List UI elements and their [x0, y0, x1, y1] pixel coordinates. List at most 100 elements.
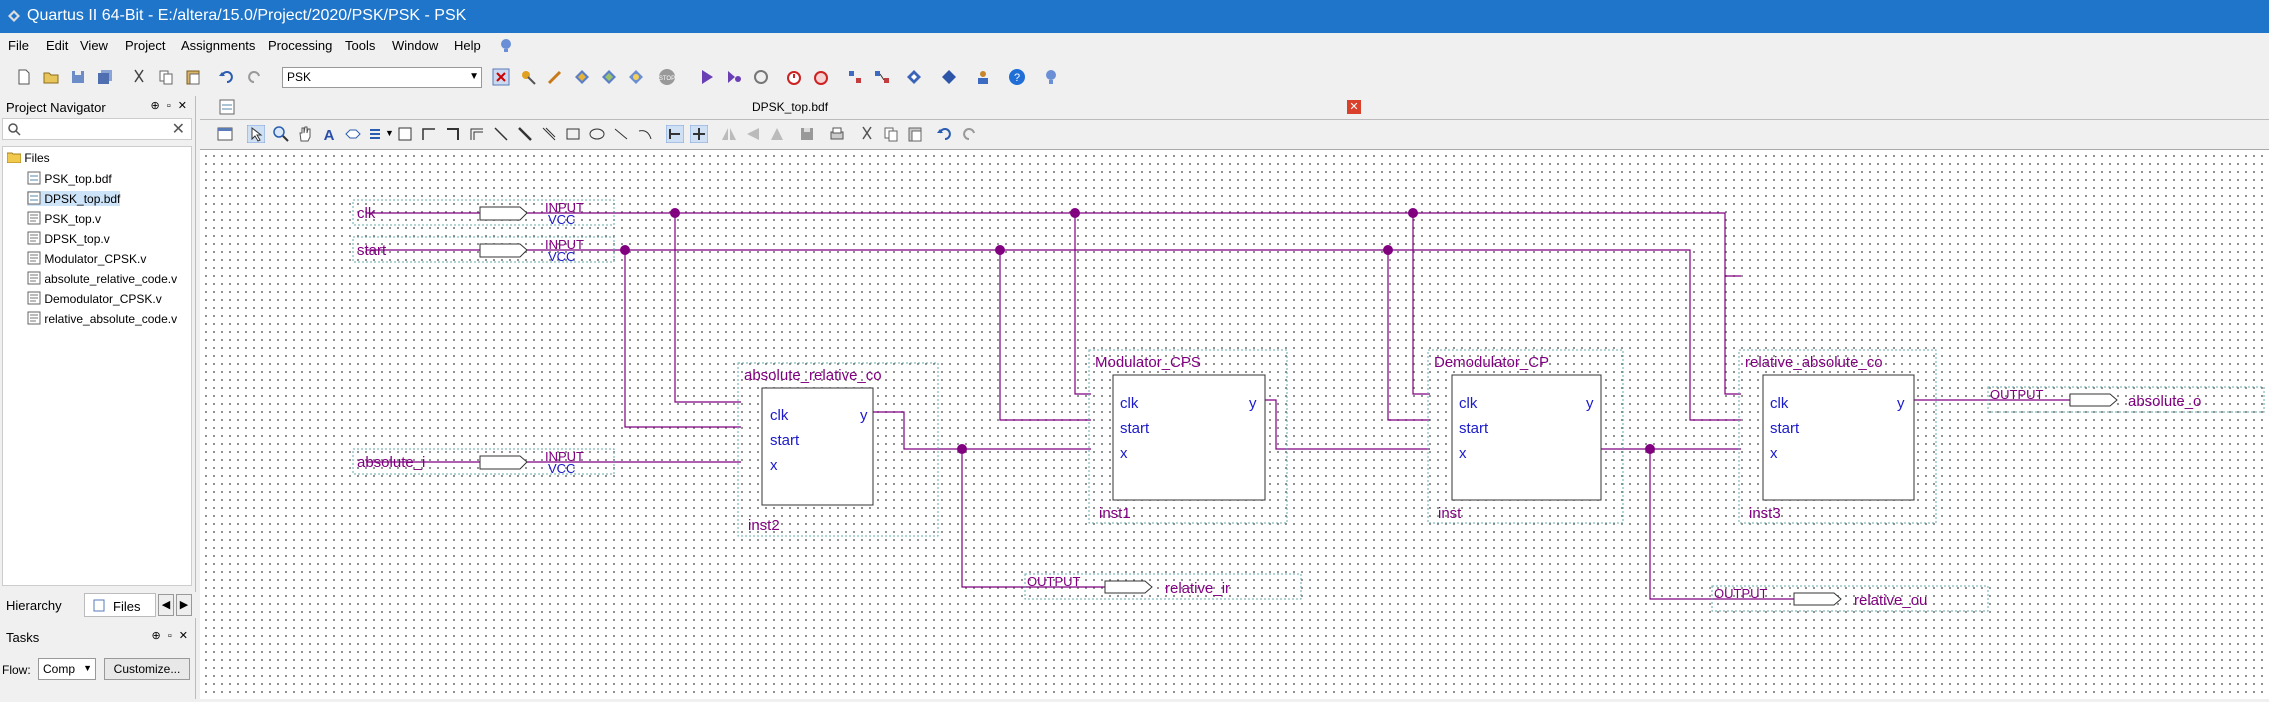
diagonal-node-tool-icon[interactable]	[492, 125, 510, 143]
help-pointer-icon[interactable]	[498, 37, 514, 53]
paste-icon[interactable]	[184, 68, 202, 86]
orthogonal-node-tool-icon[interactable]	[420, 125, 438, 143]
tree-file-item[interactable]: Demodulator_CPSK.v	[27, 291, 162, 306]
project-navigator-icon[interactable]	[492, 68, 510, 86]
wire-start-to-inst[interactable]	[1387, 250, 1430, 421]
cut-icon[interactable]	[130, 68, 148, 86]
schematic-canvas[interactable]: clk INPUT VCC start INPUT VCC absolute_i…	[200, 150, 2269, 699]
chevron-down-icon[interactable]: ▼	[385, 128, 394, 138]
partial-line-selection-icon[interactable]	[666, 125, 684, 143]
flip-horizontal-icon[interactable]	[720, 125, 738, 143]
help-icon[interactable]: ?	[1008, 68, 1026, 86]
wire-clk-to-inst2[interactable]	[674, 213, 741, 403]
input-pin-start[interactable]: start INPUT VCC	[352, 236, 615, 264]
block-relative-absolute-code[interactable]: relative_absolute_co clk start x y inst3	[1738, 349, 1937, 524]
save-diagram-icon[interactable]	[798, 125, 816, 143]
analysis-synthesis-icon[interactable]	[600, 68, 618, 86]
orthogonal-bus-tool-icon[interactable]	[444, 125, 462, 143]
start-compilation-icon[interactable]	[698, 68, 716, 86]
editor-tab-title[interactable]: DPSK_top.bdf	[752, 100, 829, 114]
detach-window-icon[interactable]	[216, 125, 234, 143]
undo-icon[interactable]	[936, 125, 954, 143]
menu-view[interactable]: View	[80, 38, 108, 53]
compile-design-icon[interactable]	[573, 68, 591, 86]
diagonal-bus-tool-icon[interactable]	[516, 125, 534, 143]
output-pin-relative-out[interactable]: OUTPUT relative_ou	[1711, 585, 1989, 612]
pin-tool-icon[interactable]	[368, 125, 386, 143]
wire-start-to-inst1[interactable]	[999, 250, 1091, 421]
redo-icon[interactable]	[245, 68, 263, 86]
whats-this-icon[interactable]	[1042, 68, 1060, 86]
cut-icon[interactable]	[858, 125, 876, 143]
navigator-search-input[interactable]: ✕	[2, 118, 192, 140]
rotate-icon[interactable]	[768, 125, 786, 143]
new-file-icon[interactable]	[15, 68, 33, 86]
open-folder-icon[interactable]	[42, 68, 60, 86]
block-absolute-relative-code[interactable]: absolute_relative_co clk start x y inst2	[737, 362, 939, 537]
rubberbanding-icon[interactable]	[690, 125, 708, 143]
undo-icon[interactable]	[218, 68, 236, 86]
pin-planner-icon[interactable]	[519, 68, 537, 86]
input-pin-clk[interactable]: clk INPUT VCC	[352, 199, 615, 227]
symbol-tool-icon[interactable]	[344, 125, 362, 143]
wire-clk[interactable]	[366, 212, 1741, 277]
menu-help[interactable]: Help	[454, 38, 481, 53]
paste-icon[interactable]	[906, 125, 924, 143]
netlist-icon[interactable]	[940, 68, 958, 86]
wire-clk-to-inst[interactable]	[1412, 213, 1430, 395]
block-demodulator-cpsk[interactable]: Demodulator_CP clk start x y inst	[1427, 349, 1624, 524]
orthogonal-conduit-tool-icon[interactable]	[468, 125, 486, 143]
panel-window-buttons[interactable]: ⊕ ▫ ✕	[150, 100, 189, 112]
wire-inst2-y[interactable]	[873, 411, 1091, 450]
customize-button[interactable]: Customize...	[104, 658, 190, 680]
menu-window[interactable]: Window	[392, 38, 439, 53]
tab-files[interactable]: Files	[84, 593, 156, 617]
menu-assignments[interactable]: Assignments	[181, 38, 256, 53]
selection-tool-icon[interactable]	[247, 125, 265, 143]
tree-file-item[interactable]: Modulator_CPSK.v	[27, 251, 146, 266]
programmer-icon[interactable]	[905, 68, 923, 86]
tree-file-item[interactable]: absolute_relative_code.v	[27, 271, 177, 286]
output-pin-relative-in[interactable]: OUTPUT relative_ir	[1024, 573, 1302, 600]
tree-file-item[interactable]: PSK_top.bdf	[27, 171, 112, 186]
tree-file-item[interactable]: relative_absolute_code.v	[27, 311, 177, 326]
hand-tool-icon[interactable]	[296, 125, 314, 143]
timequest-icon[interactable]	[785, 68, 803, 86]
oval-tool-icon[interactable]	[588, 125, 606, 143]
output-pin-absolute-out[interactable]: OUTPUT absolute_o	[1987, 386, 2265, 413]
text-tool-icon[interactable]: A	[320, 125, 338, 143]
wire-relative-out[interactable]	[1649, 449, 1794, 600]
line-tool-icon[interactable]	[612, 125, 630, 143]
clock-icon[interactable]	[812, 68, 830, 86]
tree-file-item[interactable]: PSK_top.v	[27, 211, 101, 226]
assignment-editor-icon[interactable]	[546, 68, 564, 86]
redo-icon[interactable]	[960, 125, 978, 143]
fitter-icon[interactable]	[627, 68, 645, 86]
tab-scroll-right-icon[interactable]: ▶	[176, 594, 192, 616]
copy-icon[interactable]	[882, 125, 900, 143]
rtl-viewer-icon[interactable]	[873, 68, 891, 86]
clear-search-icon[interactable]: ✕	[171, 121, 185, 138]
project-combo[interactable]: PSK▼	[282, 67, 482, 88]
stop-icon[interactable]: STOP	[658, 68, 676, 86]
wire-clk-to-inst1[interactable]	[1074, 213, 1091, 395]
diagonal-conduit-tool-icon[interactable]	[540, 125, 558, 143]
wire-start[interactable]	[366, 249, 1741, 421]
copy-icon[interactable]	[157, 68, 175, 86]
menu-file[interactable]: File	[8, 38, 29, 53]
sopc-builder-icon[interactable]	[974, 68, 992, 86]
flow-select[interactable]: Comp▼	[38, 658, 96, 680]
input-pin-absolute[interactable]: absolute_i INPUT VCC	[352, 448, 615, 476]
menu-tools[interactable]: Tools	[345, 38, 376, 53]
arc-tool-icon[interactable]	[636, 125, 654, 143]
wire-start-to-inst2[interactable]	[624, 250, 741, 428]
save-icon[interactable]	[69, 68, 87, 86]
block-modulator-cpsk[interactable]: Modulator_CPS clk start x y inst1	[1088, 349, 1288, 524]
save-all-icon[interactable]	[96, 68, 114, 86]
start-analysis-icon[interactable]	[725, 68, 743, 86]
tab-hierarchy[interactable]: Hierarchy	[6, 598, 62, 613]
tree-root-files[interactable]: Files	[6, 151, 50, 165]
chip-planner-icon[interactable]	[846, 68, 864, 86]
close-tab-icon[interactable]: ✕	[1347, 100, 1361, 114]
menu-processing[interactable]: Processing	[268, 38, 333, 53]
